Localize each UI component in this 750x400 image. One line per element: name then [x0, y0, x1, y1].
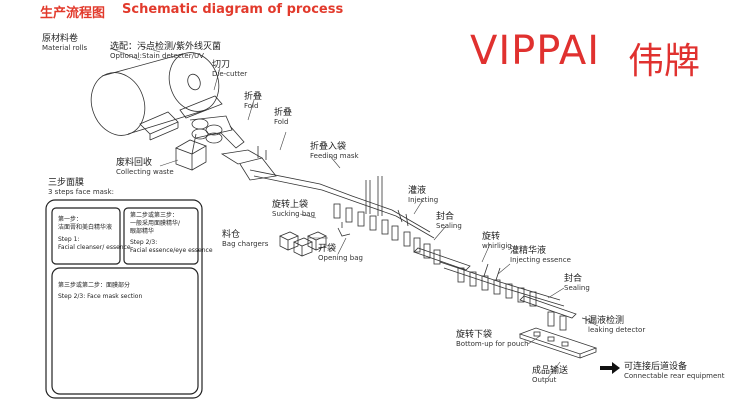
injector-drawing	[397, 209, 409, 227]
bag-chargers-drawing	[279, 231, 327, 257]
label-opening-bag: 开袋 Opening bag	[318, 244, 363, 263]
label-sealing-1: 封合 Sealing	[436, 212, 462, 231]
label-connectable: 可连接后道设备 Connectable rear equipment	[624, 362, 725, 381]
three-steps-frame	[45, 199, 203, 399]
label-bag-chargers: 料仓 Bag chargers	[222, 230, 269, 249]
label-die-cutter: 切刀 Die-cutter	[212, 60, 248, 79]
leader-lines	[109, 45, 599, 379]
label-leaking-detector: 漏液检测 leaking detector	[588, 316, 646, 335]
label-sealing-2: 封合 Sealing	[564, 274, 590, 293]
label-output: 成品输送 Output	[532, 366, 569, 385]
three-steps-title: 三步面膜 3 steps face mask:	[48, 178, 114, 197]
brand-name: VIPPAI	[470, 28, 601, 74]
label-injecting-essence: 灌精华液 Injecting essence	[510, 246, 571, 265]
label-bottom-up: 旋转下袋 Bottom-up for pouch	[456, 330, 529, 349]
label-feeding-mask: 折叠入袋 Feeding mask	[310, 142, 359, 161]
diagram-title-zh: 生产流程图	[40, 6, 106, 21]
sealing-plate-drawing	[413, 247, 471, 271]
label-sucking-bag: 旋转上袋 Sucking bag	[272, 200, 316, 219]
conveyor-drawing	[249, 169, 435, 239]
step-1-box: 第一步： 洁面膏和美白精华液 Step 1: Facial cleanser/ …	[58, 216, 131, 252]
second-conveyor-drawing	[439, 261, 577, 319]
label-injecting: 灌液 Injecting	[408, 186, 439, 205]
leak-detector-drawing	[547, 311, 591, 331]
label-fold-2: 折叠 Fold	[274, 108, 293, 127]
label-material-rolls: 原材料卷 Material rolls	[42, 34, 88, 53]
stain-detector-drawing	[139, 111, 179, 141]
label-fold-1: 折叠 Fold	[244, 92, 263, 111]
step-3-box: 第三步或第二步：面膜部分 Step 2/3: Face mask section	[58, 282, 143, 301]
output-conveyor-drawing	[518, 327, 598, 359]
diagram-title-en: Schematic diagram of process	[122, 2, 344, 17]
opening-bag-drawing	[337, 222, 351, 237]
feeding-rails-drawing	[365, 176, 383, 216]
label-optional: 选配：污点检测/紫外线灭菌 Optional:Stain detecter/UV	[110, 42, 222, 61]
output-arrow	[600, 362, 620, 374]
label-whirligig: 旋转 whirligig	[482, 232, 512, 251]
waste-box-drawing	[175, 133, 207, 171]
label-collecting-waste: 废料回收 Collecting waste	[116, 158, 174, 177]
brand-name-zh: 伟牌	[628, 41, 701, 82]
bag-row-drawing	[333, 203, 441, 265]
die-cutter-drawing	[179, 95, 233, 144]
material-roll-drawing	[90, 52, 220, 136]
step-2-box: 第二步或第三步： 一般采用面膜精华/ 眼部精华 Step 2/3: Facial…	[130, 212, 213, 255]
fold-drawing	[219, 125, 277, 181]
